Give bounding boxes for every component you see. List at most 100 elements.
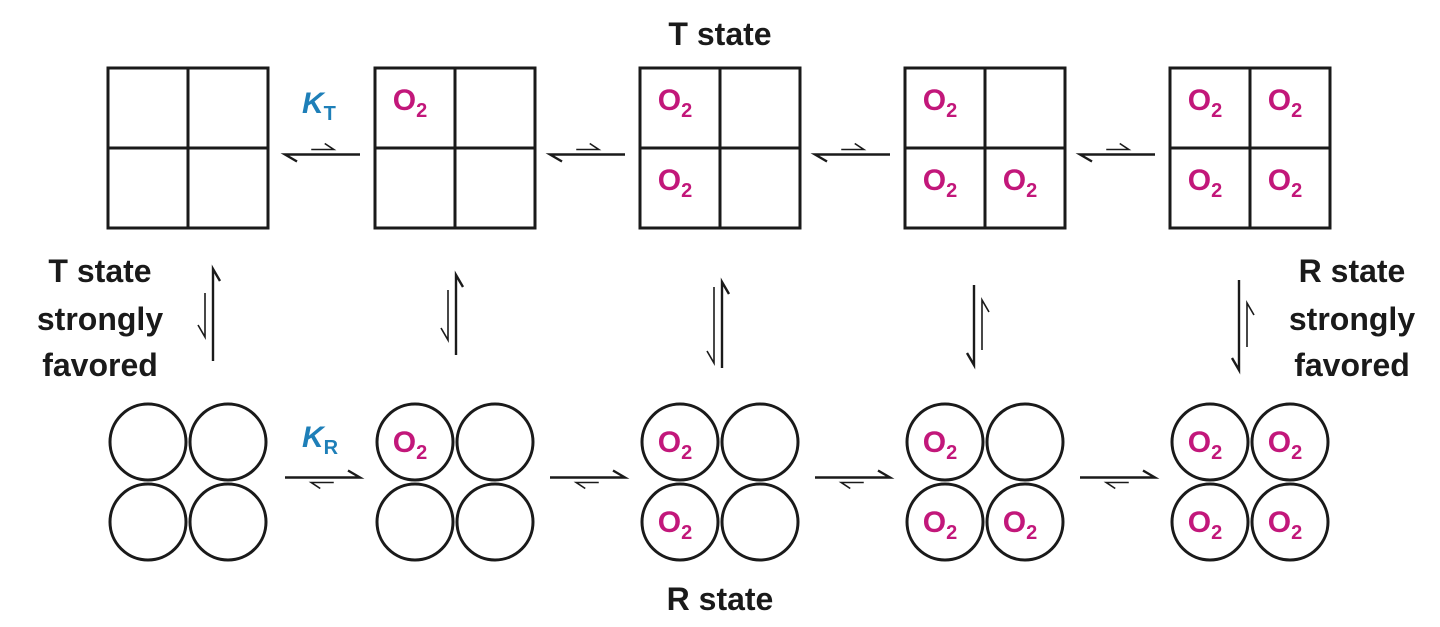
- r-state-subunit: [640, 482, 720, 562]
- t-state-o2-label: O2: [1188, 84, 1222, 122]
- r-state-subunit: [905, 402, 985, 482]
- r-state-subunit: [1250, 402, 1330, 482]
- arrow-short-leftward: [573, 481, 599, 490]
- equilibrium-arrow-horizontal: [815, 469, 895, 490]
- r-state-o2-label: O2: [1188, 426, 1222, 464]
- t-state-o2-label: O2: [1268, 164, 1302, 202]
- arrow-upward-t-state: [1246, 300, 1255, 347]
- equilibrium-arrow-horizontal: [285, 469, 365, 490]
- left-side-line-2: strongly: [37, 301, 163, 337]
- t-state-o2-label: O2: [393, 84, 427, 122]
- r-state-subunit: [905, 482, 985, 562]
- t-state-tetramer-1: O2: [373, 66, 537, 230]
- r-state-subunit: [108, 402, 188, 482]
- equilibrium-arrow-horizontal: [1080, 469, 1160, 490]
- equilibrium-arrow-horizontal: [550, 469, 630, 490]
- right-side-line-2: strongly: [1289, 301, 1415, 337]
- r-state-o2-label: O2: [1268, 426, 1302, 464]
- kt-subscript: T: [324, 103, 336, 125]
- arrow-upward-t-state: [211, 264, 222, 361]
- r-state-subunit: [455, 402, 535, 482]
- r-state-subunit: [188, 402, 268, 482]
- t-state-o2-label: O2: [923, 84, 957, 122]
- equilibrium-arrow-vertical: [706, 277, 731, 368]
- arrow-upward-t-state: [720, 277, 731, 368]
- kr-constant-label: KR: [302, 421, 339, 459]
- left-side-label: T state strongly favored: [37, 253, 163, 383]
- t-state-o2-label: O2: [1003, 164, 1037, 202]
- arrow-short-rightward: [841, 142, 867, 151]
- r-state-subunit: [375, 482, 455, 562]
- t-state-o2-label: O2: [658, 164, 692, 202]
- kt-main: K: [302, 87, 326, 120]
- equilibrium-arrow-horizontal: [810, 142, 890, 163]
- r-state-subunit: [108, 482, 188, 562]
- t-state-o2-label: O2: [658, 84, 692, 122]
- arrow-long-rightward: [285, 469, 365, 479]
- t-state-o2-label: O2: [1188, 164, 1222, 202]
- arrow-long-leftward: [545, 153, 625, 163]
- arrow-long-leftward: [280, 153, 360, 163]
- r-state-subunit: [720, 402, 800, 482]
- arrow-short-rightward: [311, 142, 337, 151]
- arrow-long-rightward: [1080, 469, 1160, 479]
- arrow-long-rightward: [550, 469, 630, 479]
- r-state-tetramer-0: [108, 402, 268, 562]
- r-state-subunit: [985, 482, 1065, 562]
- kt-constant-label: KT: [302, 87, 336, 125]
- r-state-subunit: [985, 402, 1065, 482]
- arrow-downward-r-state: [706, 287, 715, 366]
- r-state-o2-label: O2: [1188, 506, 1222, 544]
- r-state-subunit: [1250, 482, 1330, 562]
- arrow-short-leftward: [308, 481, 334, 490]
- left-side-line-3: favored: [42, 347, 158, 383]
- equilibrium-arrow-horizontal: [545, 142, 625, 163]
- left-side-line-1: T state: [48, 253, 151, 289]
- equilibrium-arrow-horizontal: [1075, 142, 1155, 163]
- arrow-short-leftward: [838, 481, 864, 490]
- t-state-title: T state: [668, 16, 771, 52]
- equilibrium-arrow-horizontal: [280, 142, 360, 163]
- r-state-subunit: [1170, 402, 1250, 482]
- arrow-downward-r-state: [1230, 280, 1241, 375]
- arrow-short-leftward: [1103, 481, 1129, 490]
- r-state-o2-label: O2: [923, 426, 957, 464]
- r-state-subunit: [375, 402, 455, 482]
- r-state-subunit: [720, 482, 800, 562]
- t-state-o2-label: O2: [1268, 84, 1302, 122]
- r-state-o2-label: O2: [1003, 506, 1037, 544]
- arrow-short-rightward: [1106, 142, 1132, 151]
- r-state-tetramer-1: O2: [375, 402, 535, 562]
- t-state-tetramer-0: [106, 66, 270, 230]
- r-state-subunit: [1170, 482, 1250, 562]
- equilibrium-arrow-vertical: [965, 285, 990, 370]
- arrow-downward-r-state: [965, 285, 976, 370]
- kr-subscript: R: [324, 437, 339, 459]
- r-state-subunit: [640, 402, 720, 482]
- r-state-o2-label: O2: [658, 426, 692, 464]
- arrow-long-rightward: [815, 469, 895, 479]
- equilibrium-arrow-vertical: [1230, 280, 1255, 375]
- right-side-line-1: R state: [1299, 253, 1406, 289]
- arrow-downward-r-state: [440, 290, 449, 343]
- r-state-o2-label: O2: [393, 426, 427, 464]
- arrow-long-leftward: [1075, 153, 1155, 163]
- t-state-o2-label: O2: [923, 164, 957, 202]
- r-state-subunit: [455, 482, 535, 562]
- kr-main: K: [302, 421, 326, 454]
- arrow-short-rightward: [576, 142, 602, 151]
- equilibrium-arrow-vertical: [440, 270, 465, 355]
- r-state-o2-label: O2: [1268, 506, 1302, 544]
- r-state-title: R state: [667, 581, 774, 617]
- arrow-long-leftward: [810, 153, 890, 163]
- arrow-upward-t-state: [454, 270, 465, 355]
- arrow-downward-r-state: [197, 293, 206, 340]
